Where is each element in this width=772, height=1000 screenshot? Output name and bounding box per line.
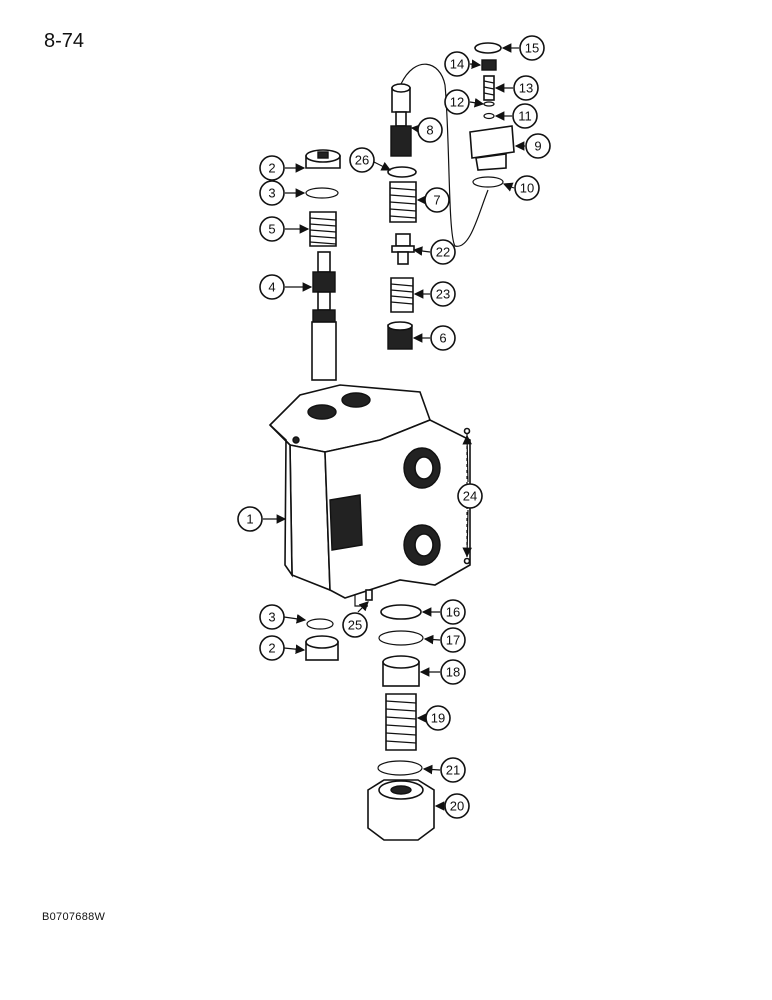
spring-19	[385, 693, 417, 751]
callout-3-top: 3	[259, 180, 285, 206]
svg-text:15: 15	[525, 41, 539, 56]
callout-10: 10	[514, 175, 540, 201]
plug-20	[367, 779, 435, 841]
callout-24: 24	[457, 483, 483, 509]
ring-17	[378, 630, 424, 646]
svg-text:5: 5	[268, 222, 275, 237]
callout-16: 16	[440, 599, 466, 625]
callout-15: 15	[519, 35, 545, 61]
spring-7	[389, 181, 417, 223]
svg-text:2: 2	[268, 161, 275, 176]
svg-text:7: 7	[433, 193, 440, 208]
page-number: 8-74	[44, 30, 85, 52]
svg-text:1: 1	[246, 512, 253, 527]
callout-22: 22	[430, 239, 456, 265]
svg-text:4: 4	[268, 280, 275, 295]
callout-26: 26	[349, 147, 375, 173]
callout-25: 25	[342, 612, 368, 638]
svg-text:8: 8	[426, 123, 433, 138]
svg-text:3: 3	[268, 610, 275, 625]
svg-text:24: 24	[463, 489, 477, 504]
svg-text:2: 2	[268, 641, 275, 656]
figure-code: B0707688W	[42, 911, 106, 923]
svg-text:20: 20	[450, 799, 464, 814]
callout-12: 12	[444, 89, 470, 115]
spring-left	[309, 211, 337, 247]
ring-16	[380, 604, 422, 620]
piston-8	[390, 83, 412, 157]
spring-13	[483, 75, 495, 101]
callout-2-bottom: 2	[259, 635, 285, 661]
svg-text:26: 26	[355, 153, 369, 168]
svg-text:25: 25	[348, 618, 362, 633]
callout-19: 19	[425, 705, 451, 731]
svg-text:23: 23	[436, 287, 450, 302]
plug-bottom	[305, 635, 339, 661]
svg-text:16: 16	[446, 605, 460, 620]
callout-6: 6	[430, 325, 456, 351]
fitting-9	[469, 125, 515, 171]
callout-13: 13	[513, 75, 539, 101]
callout-8: 8	[417, 117, 443, 143]
svg-text:9: 9	[534, 139, 541, 154]
seat-6	[387, 321, 413, 350]
washer-12	[483, 101, 495, 107]
oring-top	[305, 187, 339, 199]
svg-text:14: 14	[450, 57, 464, 72]
callout-21: 21	[440, 757, 466, 783]
callout-4: 4	[259, 274, 285, 300]
spring-23	[390, 277, 414, 313]
callout-5: 5	[259, 216, 285, 242]
callout-1: 1	[237, 506, 263, 532]
svg-text:18: 18	[446, 665, 460, 680]
callout-2-top: 2	[259, 155, 285, 181]
oring-21	[377, 760, 423, 776]
pilot-line	[400, 63, 489, 247]
svg-text:13: 13	[519, 81, 533, 96]
cap-15	[474, 42, 502, 54]
callout-17: 17	[440, 627, 466, 653]
oring-10	[472, 176, 504, 188]
svg-text:17: 17	[446, 633, 460, 648]
svg-text:11: 11	[518, 109, 532, 124]
svg-text:10: 10	[520, 181, 534, 196]
callout-20: 20	[444, 793, 470, 819]
svg-text:21: 21	[446, 763, 460, 778]
nut-14	[481, 59, 497, 71]
svg-text:22: 22	[436, 245, 450, 260]
callout-14: 14	[444, 51, 470, 77]
callout-18: 18	[440, 659, 466, 685]
poppet-18	[382, 655, 420, 687]
callout-9: 9	[525, 133, 551, 159]
oring-bottom	[306, 618, 334, 630]
svg-text:6: 6	[439, 331, 446, 346]
washer-26	[387, 166, 417, 178]
callout-23: 23	[430, 281, 456, 307]
callout-3-bottom: 3	[259, 604, 285, 630]
oring-11	[483, 112, 495, 120]
valve-body	[268, 384, 471, 599]
svg-text:3: 3	[268, 186, 275, 201]
pin-22	[391, 233, 415, 265]
svg-text:12: 12	[450, 95, 464, 110]
callout-11: 11	[512, 103, 538, 129]
plug-top	[305, 149, 341, 169]
svg-text:19: 19	[431, 711, 445, 726]
spool-left	[311, 251, 337, 381]
callout-7: 7	[424, 187, 450, 213]
